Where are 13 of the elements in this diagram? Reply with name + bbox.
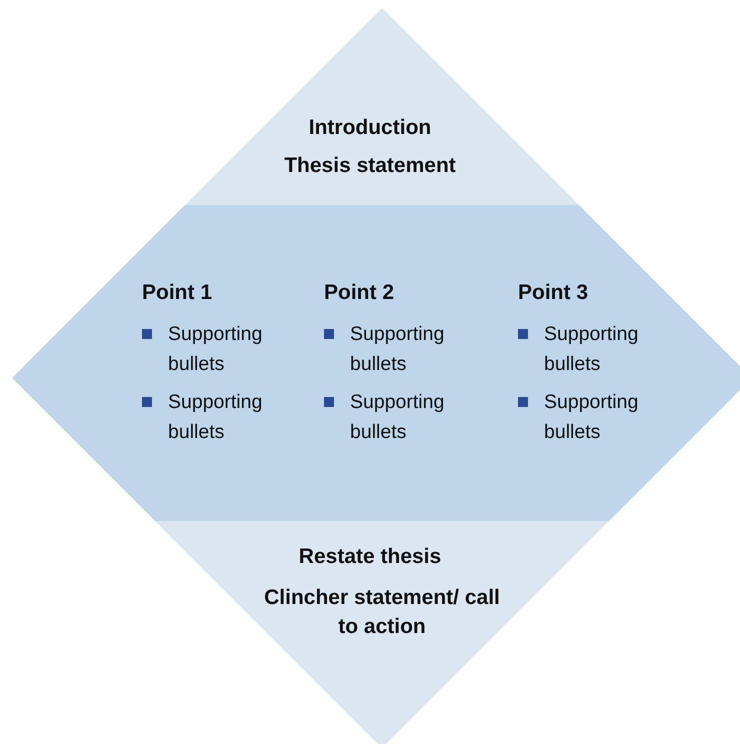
bullet-text: Supporting bullets — [168, 390, 264, 445]
bullet-text: Supporting bullets — [544, 390, 640, 445]
heading-text: Restate thesis — [298, 545, 442, 569]
point-heading: Point 1 — [142, 281, 212, 305]
point-heading: Point 3 — [518, 281, 588, 305]
bullet-text: Supporting bullets — [544, 322, 640, 377]
bullet-text: Supporting bullets — [168, 322, 264, 377]
body-text: Clincher statement/ call to action — [263, 585, 501, 640]
bullet-text: Supporting bullets — [350, 390, 446, 445]
heading-text: Introduction — [308, 116, 432, 140]
body-text: Thesis statement — [283, 154, 457, 178]
point-heading: Point 2 — [324, 281, 394, 305]
bullet-text: Supporting bullets — [350, 322, 446, 377]
